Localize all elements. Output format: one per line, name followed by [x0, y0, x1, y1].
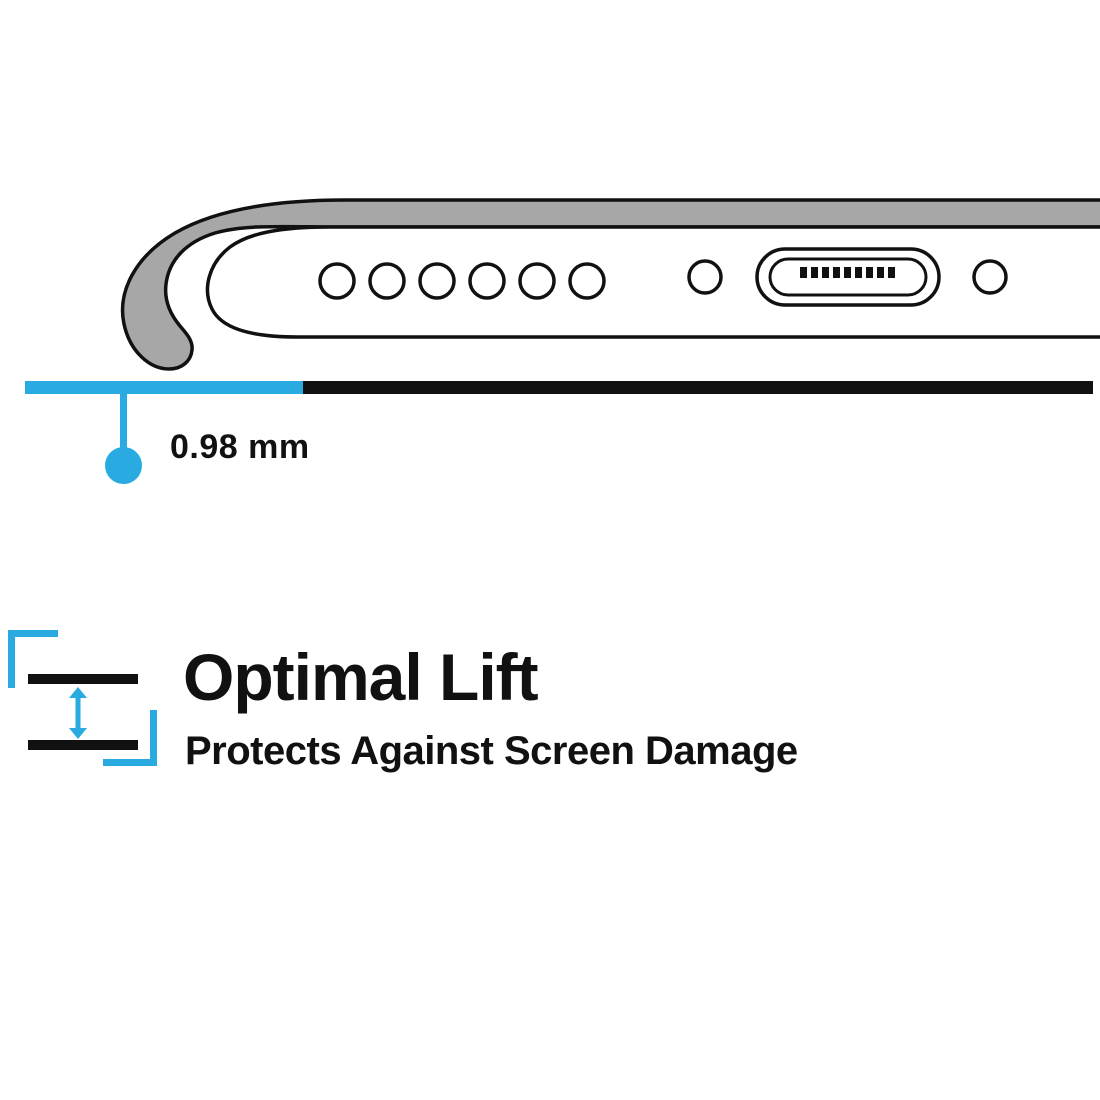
bracket-top-left-icon — [8, 630, 58, 688]
speaker-hole — [318, 262, 356, 300]
double-arrow-icon — [69, 687, 87, 739]
speaker-hole — [418, 262, 456, 300]
feature-subtitle: Protects Against Screen Damage — [185, 729, 798, 773]
speaker-hole — [568, 262, 606, 300]
lift-upper-bar — [28, 674, 138, 684]
phone-case-illustration — [120, 198, 1100, 371]
case-lip — [120, 198, 1100, 371]
charging-port — [755, 247, 941, 307]
port-pins — [800, 267, 895, 278]
speaker-holes — [318, 262, 606, 300]
screw-hole-right — [972, 259, 1008, 295]
speaker-hole — [518, 262, 556, 300]
surface-line — [303, 381, 1093, 394]
lift-icon — [5, 628, 165, 770]
feature-title: Optimal Lift — [183, 640, 539, 714]
speaker-hole — [368, 262, 406, 300]
measurement-label: 0.98 mm — [170, 428, 310, 466]
screw-hole-left — [687, 259, 723, 295]
lift-gap-line-accent — [25, 381, 303, 394]
lift-lower-bar — [28, 740, 138, 750]
measurement-dot — [105, 447, 142, 484]
speaker-hole — [468, 262, 506, 300]
bracket-bottom-right-icon — [103, 710, 157, 766]
measurement-stem — [120, 393, 127, 451]
